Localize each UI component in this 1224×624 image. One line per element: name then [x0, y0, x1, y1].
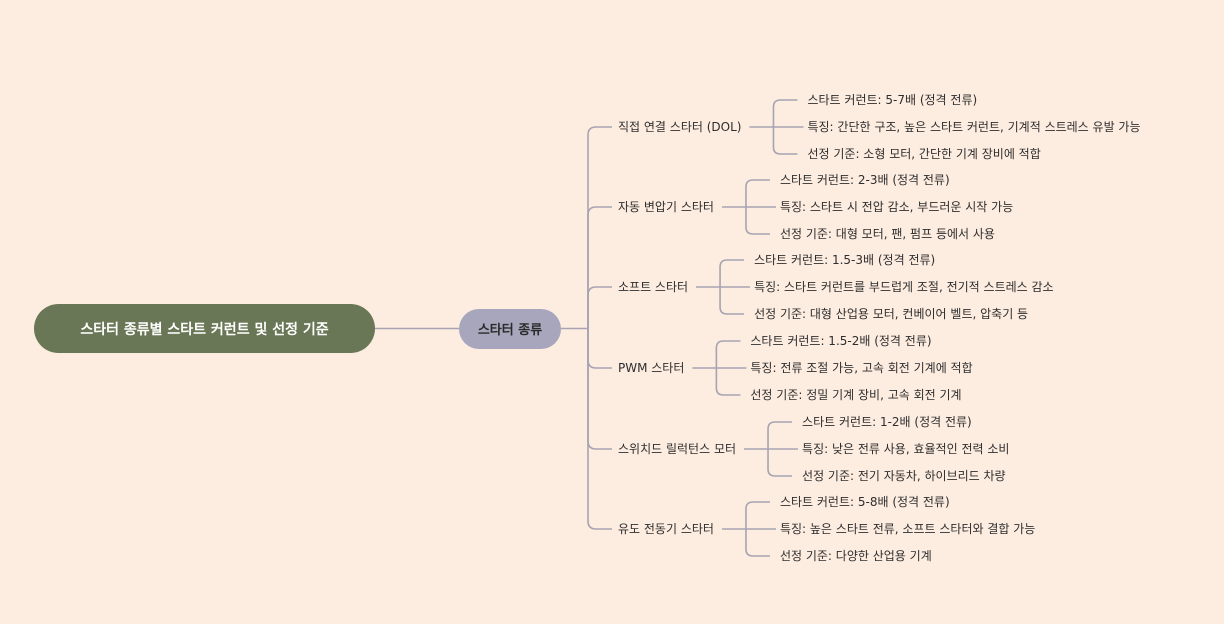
branch-label[interactable]: 스위치드 릴럭턴스 모터: [618, 442, 736, 456]
detail-connector: [719, 259, 745, 315]
branch-label[interactable]: 자동 변압기 스타터: [618, 200, 714, 214]
detail-item[interactable]: 스타트 커런트: 2-3배 (정격 전류): [780, 173, 950, 187]
detail-item[interactable]: 특징: 전류 조절 가능, 고속 회전 기계에 적합: [750, 361, 972, 375]
detail-item[interactable]: 특징: 스타트 시 전압 감소, 부드러운 시작 가능: [780, 200, 1013, 214]
detail-item[interactable]: 스타트 커런트: 1.5-2배 (정격 전류): [750, 334, 931, 348]
detail-connector: [767, 421, 793, 477]
branch-group: 직접 연결 스타터 (DOL) 스타트 커런트: 5-7배 (정격 전류) 특징: …: [618, 93, 1141, 563]
branch-label[interactable]: 직접 연결 스타터 (DOL): [618, 120, 741, 134]
detail-connector: [745, 179, 770, 235]
detail-item[interactable]: 선정 기준: 전기 자동차, 하이브리드 차량: [802, 469, 1006, 483]
detail-item[interactable]: 선정 기준: 다양한 산업용 기계: [780, 549, 932, 563]
detail-connector: [772, 99, 798, 155]
root-node[interactable]: 스타터 종류별 스타트 커런트 및 선정 기준: [34, 304, 375, 353]
branch-label[interactable]: 소프트 스타터: [618, 280, 688, 294]
detail-item[interactable]: 선정 기준: 대형 모터, 팬, 펌프 등에서 사용: [780, 227, 995, 241]
detail-item[interactable]: 특징: 낮은 전류 사용, 효율적인 전력 소비: [802, 442, 1009, 456]
detail-item[interactable]: 특징: 간단한 구조, 높은 스타트 커런트, 기계적 스트레스 유발 가능: [807, 120, 1140, 134]
detail-item[interactable]: 선정 기준: 소형 모터, 간단한 기계 장비에 적합: [807, 147, 1040, 161]
branch-connector: [587, 286, 612, 329]
branch-connector: [587, 328, 612, 450]
branch-connector: [587, 328, 612, 369]
hub-label: 스타터 종류: [478, 322, 542, 338]
branch-connector: [587, 126, 612, 329]
connector-lines: [375, 99, 804, 557]
detail-item[interactable]: 특징: 스타트 커런트를 부드럽게 조절, 전기적 스트레스 감소: [754, 280, 1054, 294]
branch-connector: [587, 328, 612, 530]
detail-item[interactable]: 선정 기준: 정밀 기계 장비, 고속 회전 기계: [750, 388, 961, 402]
detail-connector: [715, 340, 741, 396]
detail-item[interactable]: 선정 기준: 대형 산업용 모터, 컨베이어 벨트, 압축기 등: [754, 307, 1028, 321]
branch-label[interactable]: 유도 전동기 스타터: [618, 522, 714, 536]
detail-item[interactable]: 스타트 커런트: 1.5-3배 (정격 전류): [754, 253, 935, 267]
hub-node[interactable]: 스타터 종류: [459, 309, 561, 349]
branch-connector: [587, 206, 612, 329]
root-label: 스타터 종류별 스타트 커런트 및 선정 기준: [80, 321, 328, 338]
detail-connector: [745, 501, 770, 557]
detail-item[interactable]: 스타트 커런트: 5-8배 (정격 전류): [780, 495, 950, 509]
detail-item[interactable]: 스타트 커런트: 5-7배 (정격 전류): [807, 93, 977, 107]
branch-label[interactable]: PWM 스타터: [618, 361, 684, 375]
detail-item[interactable]: 스타트 커런트: 1-2배 (정격 전류): [802, 415, 972, 429]
detail-item[interactable]: 특징: 높은 스타트 전류, 소프트 스타터와 결합 가능: [780, 522, 1035, 536]
